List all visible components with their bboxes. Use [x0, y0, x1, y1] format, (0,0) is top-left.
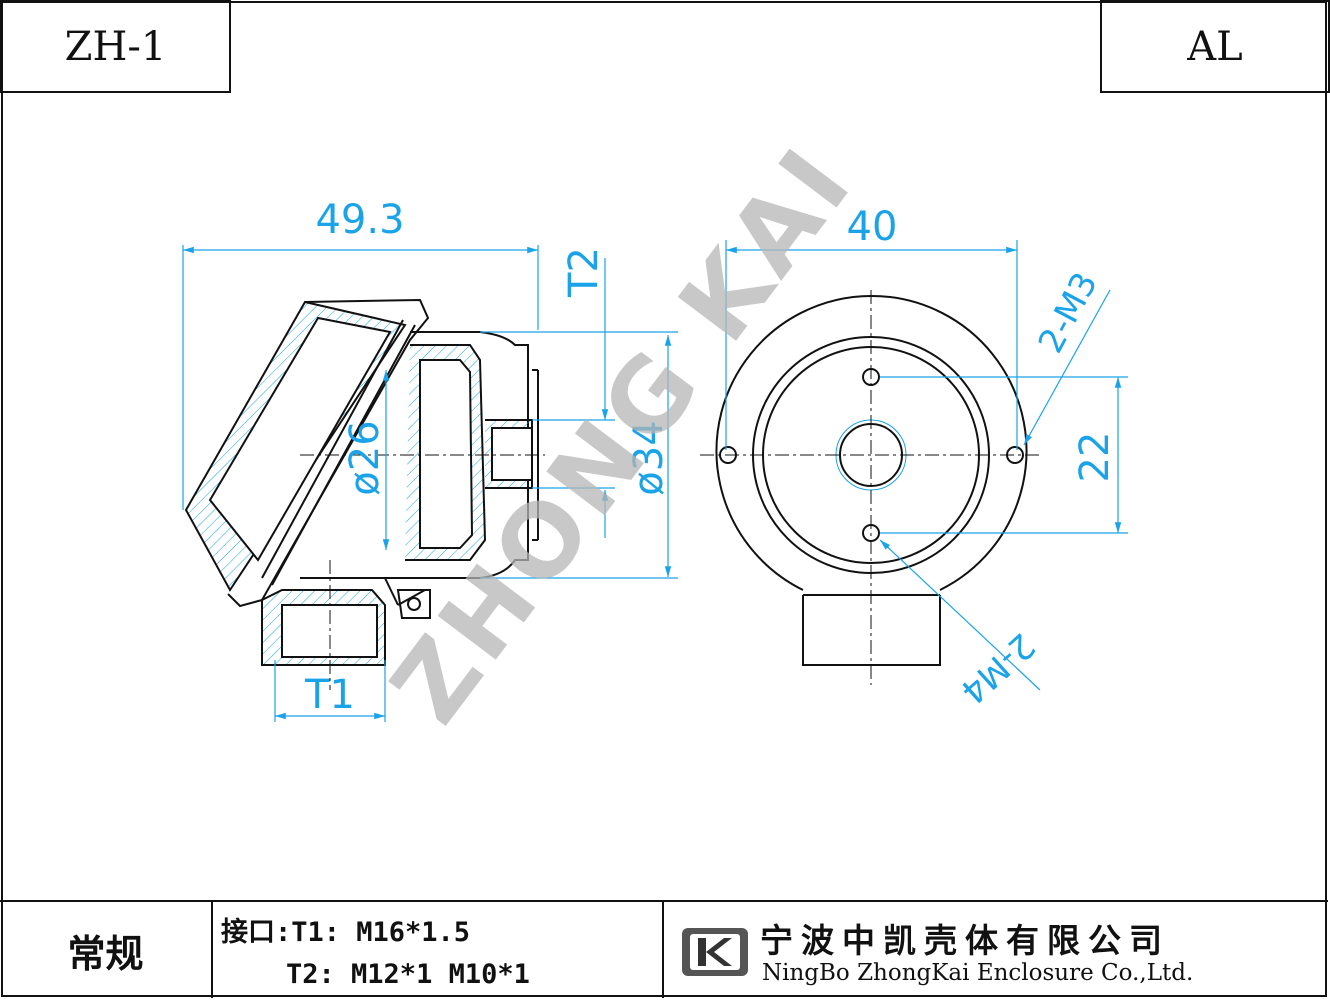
interface-cell: 接口:T1: M16*1.5 T2: M12*1 M10*1 — [213, 900, 664, 998]
dim-dia-26: ø26 — [342, 420, 388, 495]
company-name-en: NingBo ZhongKai Enclosure Co.,Ltd. — [762, 960, 1194, 986]
type-cell: 常规 — [0, 900, 213, 998]
interface-line1: 接口:T1: M16*1.5 — [221, 917, 471, 948]
company-name-cn: 宁波中凯壳体有限公司 — [760, 921, 1170, 960]
dim-dia-34: ø34 — [626, 420, 672, 495]
side-view-dimensions — [182, 245, 678, 722]
model-code: ZH-1 — [64, 23, 167, 70]
dim-t2: T2 — [561, 247, 607, 298]
dim-40: 40 — [847, 204, 898, 250]
technical-drawing: 49.3 T1 T2 ø26 ø34 40 22 2-M3 2-M4 Z — [182, 124, 1128, 744]
company-cell: 宁波中凯壳体有限公司 NingBo ZhongKai Enclosure Co.… — [664, 900, 1328, 998]
dim-2-m4: 2-M4 — [952, 625, 1042, 712]
dim-49-3: 49.3 — [315, 197, 404, 243]
company-logo — [682, 928, 748, 976]
interface-line2: T2: M12*1 M10*1 — [221, 959, 530, 990]
dim-2-m3: 2-M3 — [1031, 266, 1106, 360]
dim-22: 22 — [1072, 432, 1118, 483]
dim-t1: T1 — [304, 672, 355, 718]
type-label: 常规 — [67, 931, 144, 976]
material-box: AL — [1100, 0, 1330, 93]
front-view-dimensions — [725, 240, 1128, 691]
material-code: AL — [1187, 23, 1243, 70]
model-box: ZH-1 — [0, 0, 231, 93]
